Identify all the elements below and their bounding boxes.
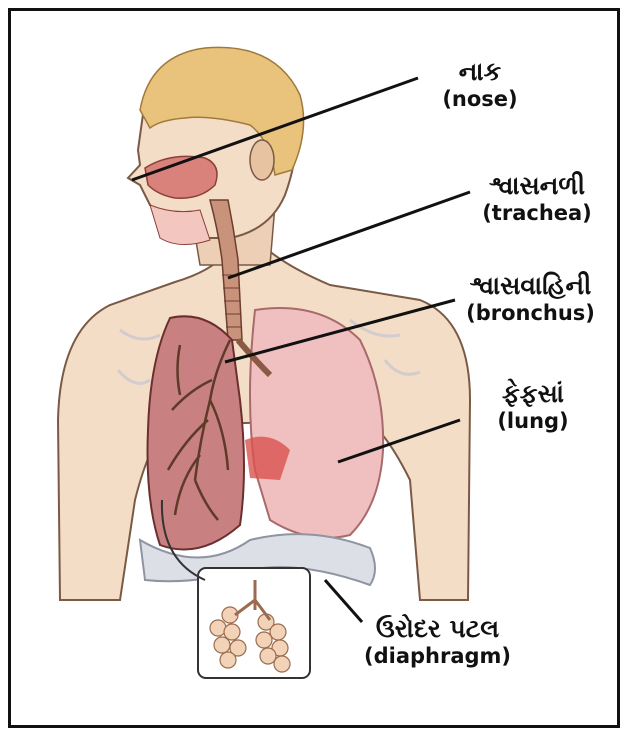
label-bronchus-english: (bronchus) xyxy=(448,301,613,325)
label-trachea-english: (trachea) xyxy=(462,201,612,225)
label-diaphragm: ઉરોદર પટલ (diaphragm) xyxy=(350,615,525,668)
label-trachea-gujarati: શ્વાસનળી xyxy=(462,172,612,201)
ear xyxy=(250,140,274,180)
label-lung: ફેફસાં (lung) xyxy=(468,380,598,433)
label-lung-english: (lung) xyxy=(468,409,598,433)
label-nose-english: (nose) xyxy=(410,87,550,111)
label-nose: નાક (nose) xyxy=(410,58,550,111)
label-nose-gujarati: નાક xyxy=(410,58,550,87)
label-lung-gujarati: ફેફસાં xyxy=(468,380,598,409)
label-diaphragm-gujarati: ઉરોદર પટલ xyxy=(350,615,525,644)
label-diaphragm-english: (diaphragm) xyxy=(350,644,525,668)
label-trachea: શ્વાસનળી (trachea) xyxy=(462,172,612,225)
label-bronchus-gujarati: શ્વાસવાહિની xyxy=(448,272,613,301)
label-bronchus: શ્વાસવાહિની (bronchus) xyxy=(448,272,613,325)
